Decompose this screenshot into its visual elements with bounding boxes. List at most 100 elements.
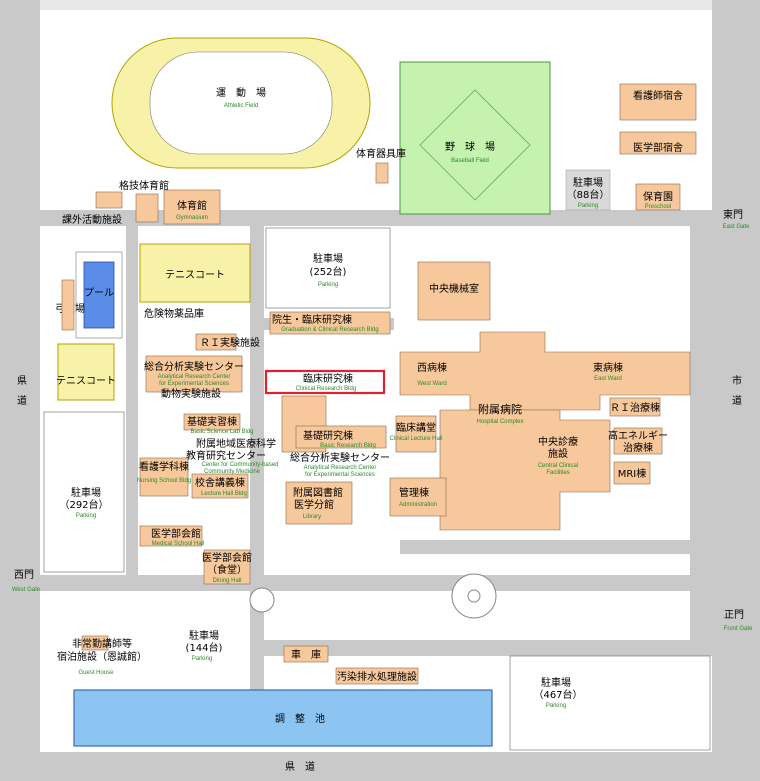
archery-bldg — [61, 279, 75, 331]
parking88-lot — [565, 169, 611, 211]
dining-hall-bldg — [203, 549, 251, 585]
lecture-hall-label-en: Lecture Hall Bldg — [201, 491, 247, 497]
west-gate-label-en: West Gate — [12, 587, 41, 593]
roundabout-center — [467, 589, 481, 603]
basic-research-label-en: Basic Research Bldg — [320, 443, 376, 449]
wastewater-label: 汚染排水処理施設 — [337, 670, 417, 683]
road-center-vertical — [250, 226, 264, 746]
garage-bldg — [283, 645, 329, 663]
parking467-label: 駐車場 — [541, 676, 571, 689]
parking252-label: 駐車場 — [313, 252, 343, 265]
basic-research-label: 基礎研究棟 — [303, 429, 353, 442]
pond-label: 調 整 池 — [275, 712, 325, 725]
lecture-hall-bldg — [191, 473, 249, 499]
parking292-count: （292台） — [59, 498, 108, 511]
tennis-court-2-label: テニスコート — [56, 376, 116, 387]
athletic-field-inner — [149, 51, 333, 155]
basic-lab-bldg — [183, 413, 241, 431]
animal-facility-label: 動物実験施設 — [161, 387, 221, 400]
nursery-bldg — [635, 183, 681, 211]
library-label-en: Library — [303, 514, 321, 520]
prefectural-road-left — [0, 0, 40, 752]
library-label2: 医学分館 — [294, 498, 334, 511]
parking144-label-en: Parking — [192, 656, 212, 662]
parking252-count: (252台) — [310, 265, 347, 278]
administration-bldg — [389, 477, 447, 517]
basic-research-bldg — [295, 425, 387, 449]
city-road-right — [712, 0, 760, 752]
central-clinical-label-en1: Central Clinical — [538, 463, 578, 469]
prefectural-road-bottom — [0, 752, 760, 781]
parking252-lot — [265, 227, 391, 309]
clinical-lecture-bldg — [395, 415, 437, 453]
med-dorm-bldg — [619, 131, 697, 155]
clinical-research-label: 臨床研究棟 — [303, 372, 353, 385]
central-clinical-bldg — [439, 409, 611, 531]
sports-equipment-label: 体育器具庫 — [356, 147, 406, 160]
analytical-center-label-en1: Analytical Research Center — [158, 374, 231, 380]
main-gate-label-en: Front Gate — [724, 626, 753, 632]
road-south — [40, 575, 712, 591]
parking88-count: （88台） — [567, 188, 610, 201]
clinical-lecture-label: 臨床講堂 — [396, 421, 436, 434]
parking467-lot — [509, 655, 711, 751]
community-center-label-en2: Community Medicine — [204, 469, 261, 475]
parking467-label-en: Parking — [546, 703, 566, 709]
analytical-center-bldg — [145, 355, 243, 393]
hospital-label-en: Hospital Complex — [476, 419, 523, 425]
ri-facility-label: ＲＩ実験施設 — [200, 336, 260, 349]
basic-lab-label: 基礎実習棟 — [187, 415, 237, 428]
med-school-hall-label-en: Medical School Hall — [152, 541, 205, 547]
gym-label-en: Gymnasium — [176, 215, 208, 221]
nurse-dorm-bldg — [619, 83, 697, 121]
analytical-center-2-label-en2: for Experimental Sciences — [305, 472, 375, 478]
gym-bldg — [163, 189, 221, 225]
east-gate-label-en: East Gate — [723, 224, 750, 230]
tennis-court-1 — [139, 243, 251, 303]
north-edge — [40, 0, 712, 10]
mri-label: MRI棟 — [618, 467, 647, 480]
nursery-label-en: Preschool — [645, 204, 672, 210]
central-clinical-label1: 中央診療 — [538, 435, 578, 448]
community-center-label1: 附属地域医療科学 — [196, 437, 276, 450]
east-ward-label: 東病棟 — [593, 361, 623, 374]
med-dorm-label: 医学部宿舎 — [633, 141, 683, 154]
athletic-field-label-en: Athletic Field — [224, 103, 258, 109]
dining-hall-label1: 医学部会館 — [202, 551, 252, 564]
library-bldg — [285, 481, 353, 525]
nursing-school-label: 看護学科棟 — [139, 460, 189, 473]
parking144-label: 駐車場 — [189, 629, 219, 642]
clinical-lecture-label-en: Clinical Lecture Hall — [389, 436, 442, 442]
gym-label: 体育館 — [177, 199, 207, 212]
hazmat-label: 危険物薬品庫 — [144, 307, 204, 320]
library-label1: 附属図書館 — [293, 486, 343, 499]
guest-house-bldg — [81, 635, 109, 651]
ri-facility-bldg — [195, 333, 237, 351]
parking292-label: 駐車場 — [71, 486, 101, 499]
parking88-label-en: Parking — [578, 203, 598, 209]
main-gate-label: 正門 — [724, 609, 744, 621]
nursery-label: 保育園 — [643, 190, 673, 203]
administration-label: 管理棟 — [399, 486, 429, 499]
guest-house-label2: 宿泊施設（恩誠館） — [57, 650, 147, 663]
wastewater-bldg — [335, 667, 419, 685]
parking292-label-en: Parking — [76, 513, 96, 519]
high-energy-bldg — [613, 427, 663, 455]
baseball-field — [399, 61, 551, 215]
city-road-label: 市 道 — [730, 374, 742, 405]
west-gate-label: 西門 — [14, 569, 34, 581]
analytical-center-label-en2: for Experimental Sciences — [159, 381, 229, 387]
road-lower — [400, 540, 690, 554]
clinical-research-bldg-highlight[interactable] — [264, 369, 386, 395]
hospital-wards-bldg — [399, 331, 691, 411]
athletic-field-label: 運 動 場 — [216, 86, 266, 99]
mri-bldg — [613, 461, 651, 485]
high-energy-label1: 高エネルギー — [608, 429, 668, 442]
analytical-center-2-label: 総合分析実験センター — [290, 451, 390, 464]
med-school-hall-label: 医学部会館 — [151, 527, 201, 540]
administration-label-en: Administration — [399, 502, 437, 508]
garage-label: 車 庫 — [291, 648, 321, 661]
parking88-label: 駐車場 — [573, 176, 603, 189]
analytical-center-label: 総合分析実験センター — [144, 360, 244, 373]
